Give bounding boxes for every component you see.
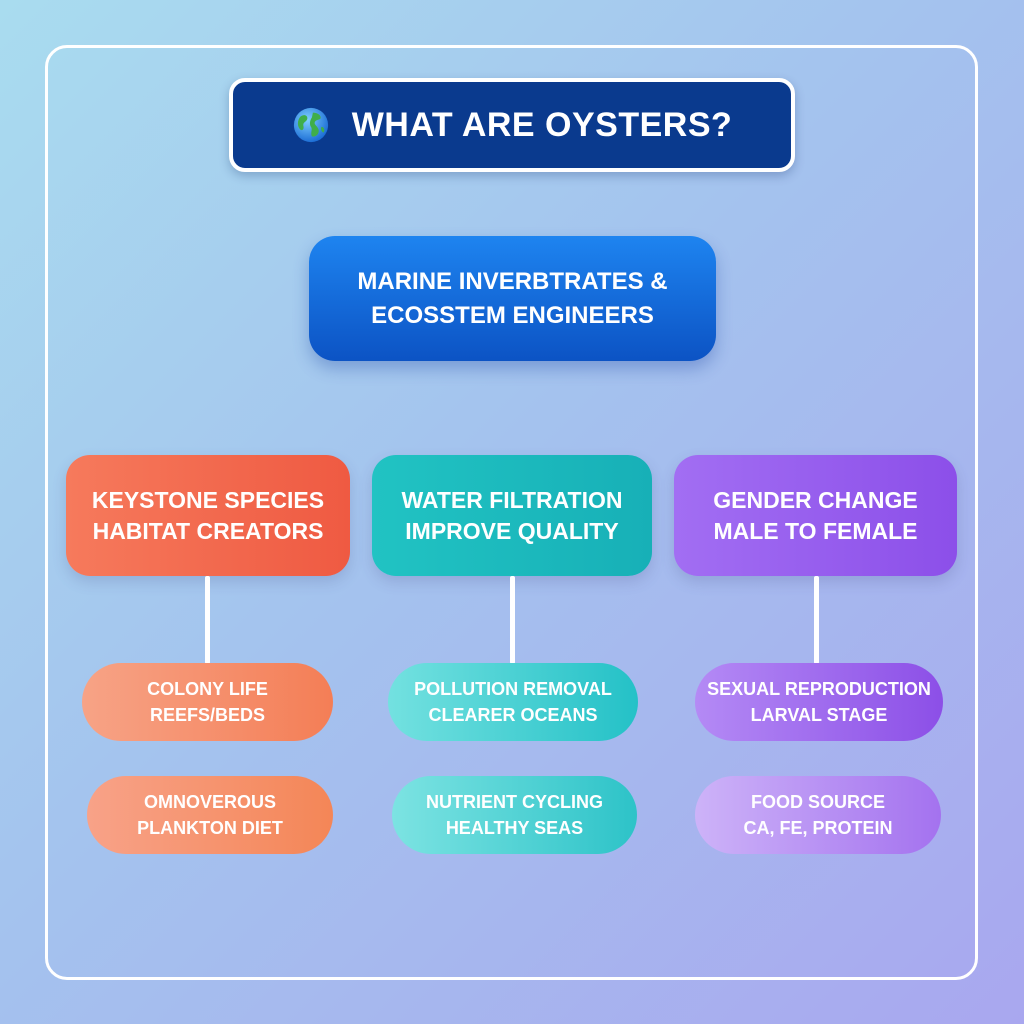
connector-line: [814, 576, 819, 664]
leaf-node-pollution-removal: POLLUTION REMOVAL CLEARER OCEANS: [388, 663, 638, 741]
leaf-node-nutrient-cycling: NUTRIENT CYCLING HEALTHY SEAS: [392, 776, 637, 854]
connector-line: [205, 576, 210, 664]
category-node-gender-change: GENDER CHANGE MALE TO FEMALE: [674, 455, 957, 576]
leaf-node-food-source: FOOD SOURCE CA, FE, PROTEIN: [695, 776, 941, 854]
leaf-line-1: COLONY LIFE: [147, 679, 268, 699]
category-line-1: WATER FILTRATION: [401, 486, 623, 513]
leaf-line-1: SEXUAL REPRODUCTION: [707, 679, 931, 699]
leaf-line-2: LARVAL STAGE: [750, 705, 888, 725]
category-line-1: GENDER CHANGE: [713, 486, 918, 513]
leaf-node-sexual-reproduction: SEXUAL REPRODUCTION LARVAL STAGE: [695, 663, 943, 741]
category-line-2: IMPROVE QUALITY: [405, 517, 619, 544]
category-line-2: MALE TO FEMALE: [713, 517, 918, 544]
category-line-1: KEYSTONE SPECIES: [91, 486, 325, 513]
leaf-line-1: POLLUTION REMOVAL: [414, 679, 612, 699]
leaf-line-2: PLANKTON DIET: [137, 818, 283, 838]
root-node-line-2: ECOSSTEM ENGINEERS: [371, 301, 654, 329]
diagram-frame: [45, 45, 978, 980]
root-node: MARINE INVERBTRATES & ECOSSTEM ENGINEERS: [309, 236, 716, 361]
leaf-line-2: HEALTHY SEAS: [445, 818, 584, 838]
category-node-water-filtration: WATER FILTRATION IMPROVE QUALITY: [372, 455, 652, 576]
connector-line: [510, 576, 515, 664]
category-line-2: HABITAT CREATORS: [92, 517, 324, 544]
title-banner: WHAT ARE OYSTERS?: [229, 78, 795, 172]
globe-icon: [293, 107, 328, 143]
leaf-line-1: OMNOVEROUS: [143, 792, 276, 812]
leaf-line-1: NUTRIENT CYCLING: [426, 792, 603, 812]
leaf-line-2: CLEARER OCEANS: [428, 705, 598, 725]
leaf-node-colony-life: COLONY LIFE REEFS/BEDS: [82, 663, 333, 741]
category-node-keystone-species: KEYSTONE SPECIES HABITAT CREATORS: [66, 455, 350, 576]
leaf-node-omnoverous: OMNOVEROUS PLANKTON DIET: [87, 776, 333, 854]
leaf-line-2: CA, FE, PROTEIN: [743, 818, 893, 838]
leaf-line-1: FOOD SOURCE: [750, 792, 885, 812]
leaf-line-2: REEFS/BEDS: [149, 705, 266, 725]
root-node-line-1: MARINE INVERBTRATES &: [357, 267, 668, 295]
page-title: WHAT ARE OYSTERS?: [351, 105, 733, 144]
